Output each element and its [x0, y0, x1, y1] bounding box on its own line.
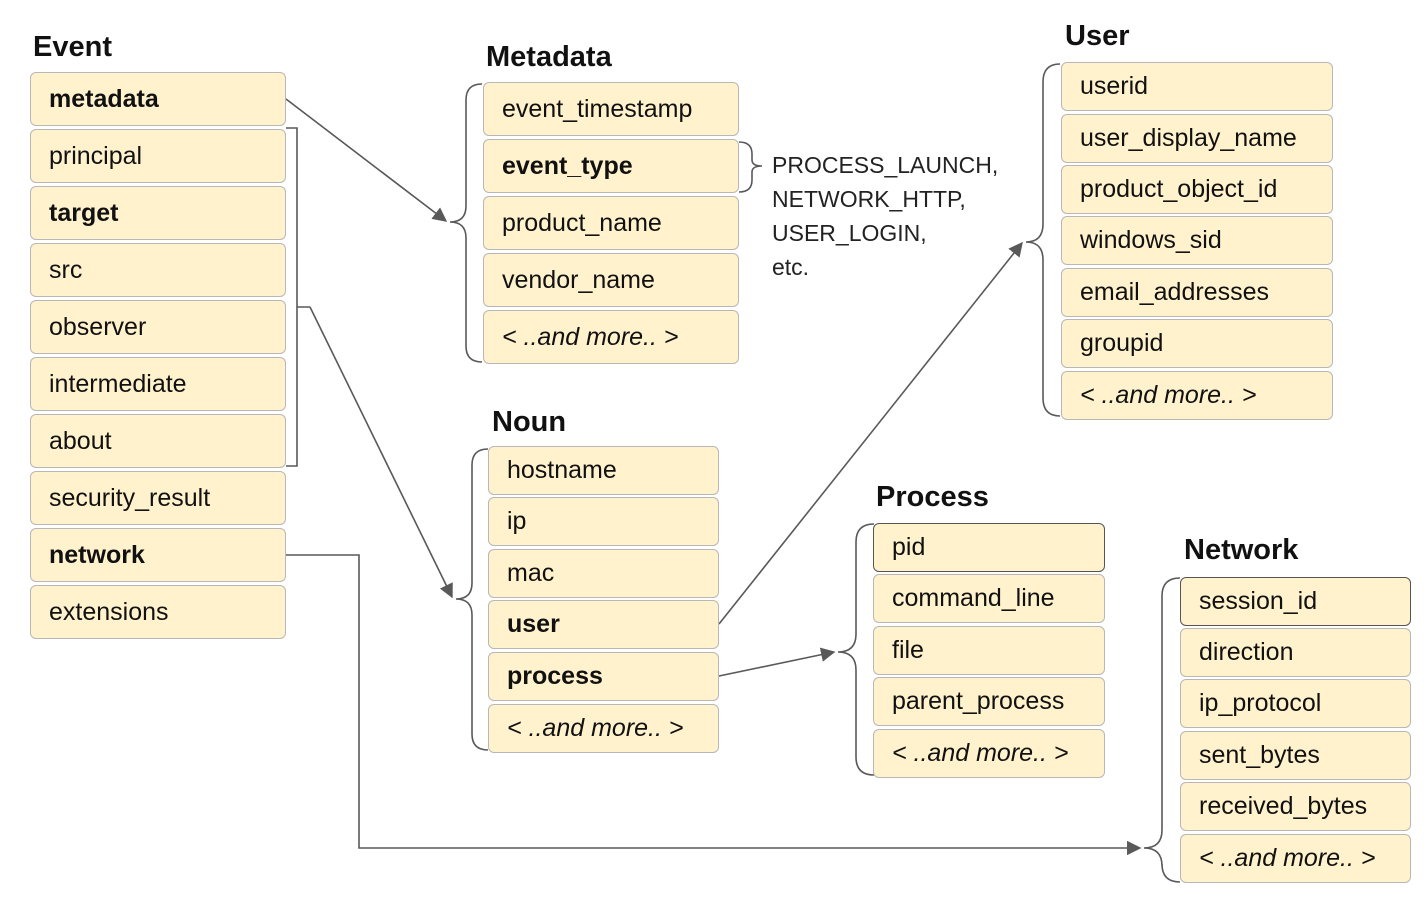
process-field-file[interactable]: file [873, 626, 1105, 675]
user-field-user-display-name[interactable]: user_display_name [1061, 114, 1333, 163]
event-field-network[interactable]: network [30, 528, 286, 582]
event-type-value: etc. [772, 254, 810, 280]
arrow-user [718, 241, 1023, 625]
arrow-metadata [285, 98, 448, 222]
process-field-pid[interactable]: pid [873, 523, 1105, 572]
noun-brace [455, 448, 489, 751]
event-field-about[interactable]: about [30, 414, 286, 468]
event-field-extensions[interactable]: extensions [30, 585, 286, 639]
metadata-field-event-type[interactable]: event_type [483, 139, 739, 193]
event-field-observer[interactable]: observer [30, 300, 286, 354]
metadata-field-more[interactable]: < ..and more.. > [483, 310, 739, 364]
network-field-received-bytes[interactable]: received_bytes [1180, 782, 1411, 831]
event-type-values: PROCESS_LAUNCH, NETWORK_HTTP, USER_LOGIN… [772, 148, 998, 284]
event-field-security-result[interactable]: security_result [30, 471, 286, 525]
network-title: Network [1184, 534, 1299, 566]
noun-field-user[interactable]: user [488, 600, 719, 649]
process-field-parent-process[interactable]: parent_process [873, 677, 1105, 726]
process-brace [837, 523, 875, 776]
network-field-session-id[interactable]: session_id [1180, 577, 1411, 626]
event-type-value: USER_LOGIN, [772, 220, 927, 246]
network-field-direction[interactable]: direction [1180, 628, 1411, 677]
event-field-principal[interactable]: principal [30, 129, 286, 183]
metadata-field-event-timestamp[interactable]: event_timestamp [483, 82, 739, 136]
metadata-field-vendor-name[interactable]: vendor_name [483, 253, 739, 307]
metadata-brace [449, 83, 483, 363]
user-brace [1025, 63, 1061, 417]
arrow-noun [309, 306, 453, 599]
user-field-product-object-id[interactable]: product_object_id [1061, 165, 1333, 214]
event-type-brace [738, 141, 763, 193]
event-type-value: PROCESS_LAUNCH, [772, 152, 999, 178]
user-field-more[interactable]: < ..and more.. > [1061, 371, 1333, 420]
user-field-userid[interactable]: userid [1061, 62, 1333, 111]
event-title: Event [33, 31, 112, 63]
process-title: Process [876, 481, 989, 513]
metadata-title: Metadata [486, 41, 612, 73]
event-field-metadata[interactable]: metadata [30, 72, 286, 126]
network-field-sent-bytes[interactable]: sent_bytes [1180, 731, 1411, 780]
network-field-more[interactable]: < ..and more.. > [1180, 834, 1411, 883]
arrow-network [286, 554, 1142, 856]
metadata-field-product-name[interactable]: product_name [483, 196, 739, 250]
noun-title: Noun [492, 406, 567, 438]
process-field-command-line[interactable]: command_line [873, 574, 1105, 623]
event-type-value: NETWORK_HTTP, [772, 186, 966, 212]
noun-field-ip[interactable]: ip [488, 497, 719, 546]
network-brace [1143, 577, 1181, 883]
network-field-ip-protocol[interactable]: ip_protocol [1180, 679, 1411, 728]
event-field-target[interactable]: target [30, 186, 286, 240]
event-nouns-bracket [286, 127, 310, 467]
noun-field-mac[interactable]: mac [488, 549, 719, 598]
event-field-src[interactable]: src [30, 243, 286, 297]
user-field-email-addresses[interactable]: email_addresses [1061, 268, 1333, 317]
user-field-windows-sid[interactable]: windows_sid [1061, 216, 1333, 265]
user-field-groupid[interactable]: groupid [1061, 319, 1333, 368]
arrow-process [718, 647, 836, 677]
noun-field-hostname[interactable]: hostname [488, 446, 719, 495]
process-field-more[interactable]: < ..and more.. > [873, 729, 1105, 778]
event-field-intermediate[interactable]: intermediate [30, 357, 286, 411]
noun-field-more[interactable]: < ..and more.. > [488, 704, 719, 753]
user-title: User [1065, 20, 1130, 52]
noun-field-process[interactable]: process [488, 652, 719, 701]
